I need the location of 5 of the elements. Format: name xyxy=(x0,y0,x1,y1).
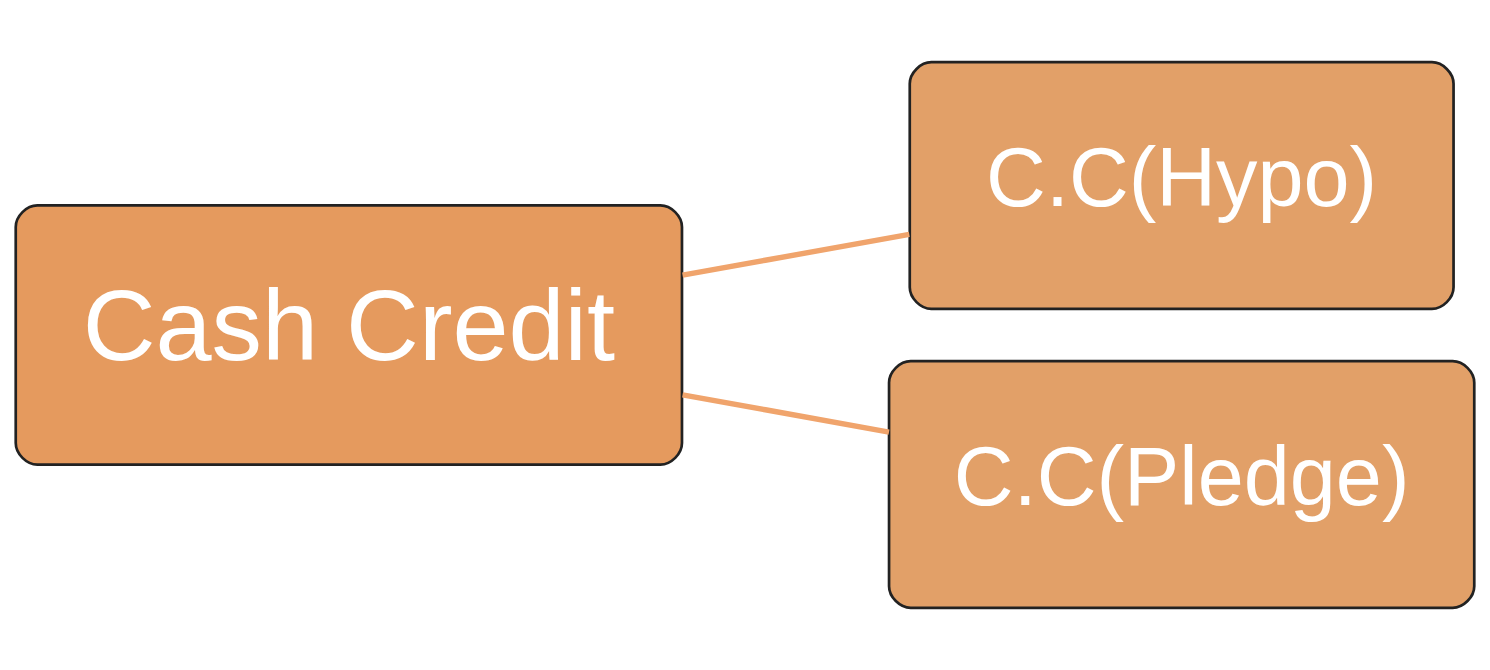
connector xyxy=(682,231,910,278)
node-box: C.C(Pledge) xyxy=(887,359,1476,610)
node-box: C.C(Hypo) xyxy=(908,60,1455,311)
node-box: Cash Credit xyxy=(14,204,684,466)
connector xyxy=(682,392,890,435)
